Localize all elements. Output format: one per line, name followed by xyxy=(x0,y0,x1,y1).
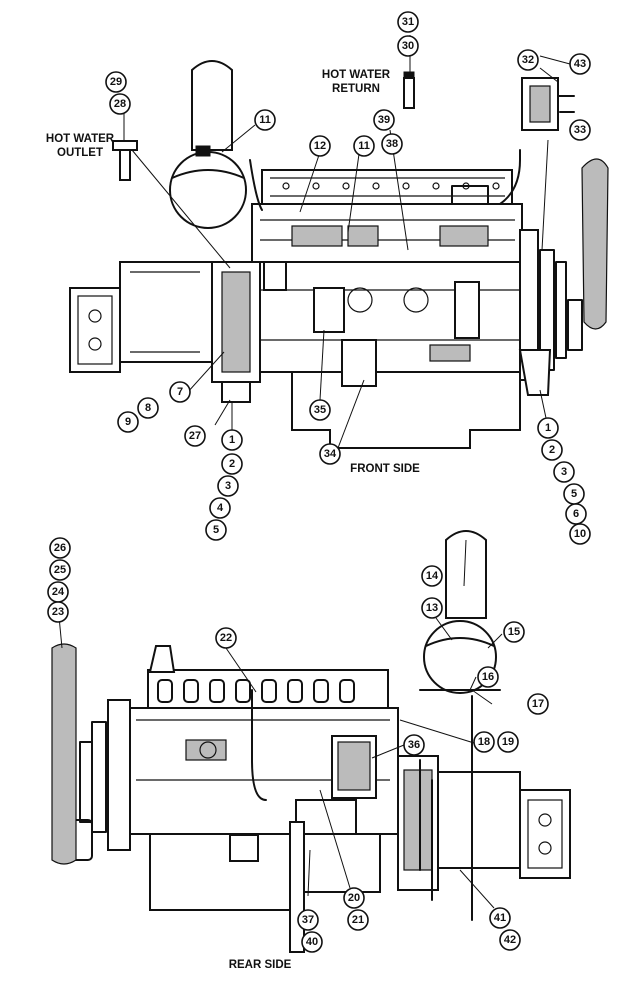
callout-15: 15 xyxy=(508,626,520,638)
callout-11b: 11 xyxy=(358,140,370,152)
callout-16: 16 xyxy=(482,671,494,683)
callout-7: 7 xyxy=(177,386,183,398)
callout-10b: 10 xyxy=(574,528,586,540)
callout-40: 40 xyxy=(306,936,318,948)
callout-1a: 1 xyxy=(229,434,235,446)
callout-circle xyxy=(105,71,127,93)
callout-8: 8 xyxy=(145,402,151,414)
hot-water-return-label-line2: RETURN xyxy=(332,83,380,95)
callout-4a: 4 xyxy=(217,502,224,514)
callout-43: 43 xyxy=(574,58,586,70)
callout-9: 9 xyxy=(125,416,131,428)
callout-3a: 3 xyxy=(225,480,231,492)
callout-5b: 5 xyxy=(571,488,577,500)
callout-27: 27 xyxy=(189,430,201,442)
callout-36: 36 xyxy=(408,739,420,751)
callout-24: 24 xyxy=(52,586,65,598)
callout-2a: 2 xyxy=(229,458,235,470)
callout-12: 12 xyxy=(314,140,326,152)
callout-26: 26 xyxy=(54,542,66,554)
hot-water-outlet-label-line2: OUTLET xyxy=(57,147,103,159)
callout-42: 42 xyxy=(504,934,516,946)
callout-33: 33 xyxy=(574,124,586,136)
callout-13: 13 xyxy=(426,602,438,614)
callout-18: 18 xyxy=(478,736,490,748)
callout-34: 34 xyxy=(324,448,337,460)
callout-2b: 2 xyxy=(549,444,555,456)
callout-37: 37 xyxy=(302,914,314,926)
callout-25: 25 xyxy=(54,564,66,576)
callout-5a: 5 xyxy=(213,524,219,536)
callout-38: 38 xyxy=(386,138,398,150)
callout-1b: 1 xyxy=(545,422,551,434)
callout-32: 32 xyxy=(522,54,534,66)
callout-23: 23 xyxy=(52,606,64,618)
rear-side-label: REAR SIDE xyxy=(229,959,292,971)
rear-leader-lines xyxy=(57,539,503,909)
callout-29: 29 xyxy=(110,76,122,88)
callout-30: 30 xyxy=(402,40,414,52)
callout-22: 22 xyxy=(220,632,232,644)
callout-3b: 3 xyxy=(561,466,567,478)
callout-21: 21 xyxy=(352,914,364,926)
callout-14: 14 xyxy=(426,570,439,582)
callout-11a: 11 xyxy=(259,114,271,126)
callout-28: 28 xyxy=(114,98,126,110)
callout-bubbles: 29 28 11 12 31 30 39 38 11 32 43 33 7 8 … xyxy=(47,11,591,953)
front-side-label: FRONT SIDE xyxy=(350,463,420,475)
callout-19: 19 xyxy=(502,736,514,748)
hot-water-return-label-line1: HOT WATER xyxy=(322,69,391,81)
callout-31: 31 xyxy=(402,16,414,28)
hot-water-outlet-label-line1: HOT WATER xyxy=(46,133,115,145)
callout-20: 20 xyxy=(348,892,360,904)
front-side-engine-view xyxy=(69,60,609,449)
callout-39: 39 xyxy=(378,114,390,126)
callout-17: 17 xyxy=(532,698,544,710)
callout-6b: 6 xyxy=(573,508,579,520)
callout-41: 41 xyxy=(494,912,506,924)
rear-side-engine-view xyxy=(51,530,571,953)
callout-35: 35 xyxy=(314,404,326,416)
